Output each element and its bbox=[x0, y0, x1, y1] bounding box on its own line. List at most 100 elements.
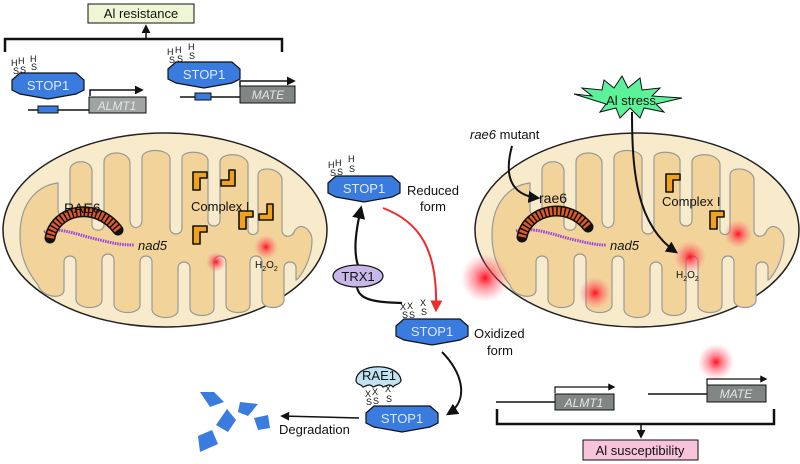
al-resistance-box bbox=[87, 3, 195, 24]
svg-text:H: H bbox=[11, 58, 18, 68]
svg-text:X: X bbox=[420, 298, 426, 308]
svg-text:H: H bbox=[167, 47, 174, 57]
stop1-label: STOP1 bbox=[183, 67, 225, 82]
reduced-form-label-2: form bbox=[420, 199, 446, 214]
degradation-label: Degradation bbox=[279, 422, 350, 437]
thiol-groups-mate: H H H S S S bbox=[167, 42, 195, 65]
svg-text:S: S bbox=[373, 396, 379, 406]
oxidized-groups: X X X S S S bbox=[400, 298, 427, 320]
rae6-mutant-protein bbox=[516, 205, 594, 243]
trx1-enzyme bbox=[332, 264, 384, 288]
mate-tss-arrow bbox=[239, 76, 296, 87]
rae6-mutant-annotation: rae6 mutant bbox=[470, 127, 540, 142]
svg-text:H: H bbox=[335, 158, 342, 168]
svg-text:S: S bbox=[337, 167, 343, 177]
svg-text:S: S bbox=[366, 397, 372, 407]
al-susceptibility-label: Al susceptibility bbox=[596, 443, 685, 458]
mate-gene-label: MATE bbox=[252, 88, 285, 102]
degraded-stop1-fragments bbox=[198, 392, 270, 452]
right-mitochondrion: rae6 nad5 Complex I H2O2 bbox=[461, 132, 800, 380]
rae6-mutant-label: rae6 bbox=[539, 190, 567, 206]
svg-text:S: S bbox=[20, 65, 26, 75]
almt1-tss-arrow bbox=[554, 383, 616, 393]
trx1-reduction-arrow bbox=[352, 205, 403, 305]
al-resistance-section: Al resistance ALMT1 STOP1 H H H S S S MA… bbox=[3, 3, 296, 114]
ros-spot bbox=[461, 254, 509, 302]
complex-i-label: Complex I bbox=[191, 199, 250, 214]
stop1-label: STOP1 bbox=[381, 411, 423, 426]
svg-text:H: H bbox=[18, 56, 25, 66]
svg-text:H: H bbox=[188, 42, 195, 52]
al-stress-burst bbox=[573, 75, 683, 119]
nad5-rna bbox=[515, 228, 607, 247]
ros-spot bbox=[254, 235, 278, 259]
redox-cycle: STOP1 H H H S S S Reduced form TRX1 STOP… bbox=[198, 154, 525, 452]
rae1-binding-arrow bbox=[441, 351, 463, 416]
almt1-gene-label: ALMT1 bbox=[97, 99, 137, 113]
svg-text:S: S bbox=[169, 55, 175, 65]
nad5-label: nad5 bbox=[610, 238, 640, 253]
susceptibility-bracket bbox=[495, 409, 776, 426]
rae1-e3-ligase bbox=[355, 366, 402, 388]
nad5-label: nad5 bbox=[138, 238, 168, 253]
almt1-cis-element bbox=[37, 105, 59, 114]
svg-text:S: S bbox=[409, 310, 415, 320]
complex-i-label: Complex I bbox=[662, 194, 721, 209]
left-mitochondrion: RAE6 nad5 Complex I H2O2 bbox=[2, 132, 328, 328]
ros-spot bbox=[579, 277, 611, 309]
svg-text:X: X bbox=[385, 384, 391, 394]
almt1-gene-box bbox=[88, 96, 147, 114]
svg-text:S: S bbox=[421, 307, 427, 317]
resistance-bracket bbox=[3, 37, 284, 52]
stop1-reduced: STOP1 bbox=[327, 175, 401, 203]
svg-text:H: H bbox=[348, 154, 355, 164]
svg-text:X: X bbox=[372, 387, 378, 397]
mate-tss-arrow bbox=[706, 375, 768, 385]
svg-text:S: S bbox=[177, 54, 183, 64]
reduced-form-label: Reduced bbox=[407, 183, 459, 198]
svg-text:S: S bbox=[330, 168, 336, 178]
stop1-label: STOP1 bbox=[27, 78, 69, 93]
mate-cis-element bbox=[194, 92, 212, 101]
mitochondrion-inner-membrane bbox=[19, 149, 313, 319]
ros-spot bbox=[698, 344, 734, 380]
al-stress-label: Al stress bbox=[606, 93, 656, 108]
thiol-groups-almt1: H H H S S S bbox=[11, 54, 37, 76]
h2o2-label: H2O2 bbox=[676, 270, 699, 283]
al-resistance-label: Al resistance bbox=[104, 6, 178, 21]
svg-text:X: X bbox=[400, 302, 406, 312]
rae1-bound-groups: X X X S S S bbox=[365, 384, 392, 407]
svg-text:S: S bbox=[386, 394, 392, 404]
al-susceptibility-box bbox=[582, 439, 699, 461]
rae1-label: RAE1 bbox=[362, 368, 396, 383]
almt1-tss-arrow bbox=[89, 85, 144, 96]
stop1-rae1-bound: STOP1 bbox=[365, 405, 439, 433]
oxidized-form-label: Oxidized bbox=[474, 326, 525, 341]
degradation-arrow bbox=[280, 411, 360, 421]
al-stress-arrow bbox=[631, 111, 678, 254]
h2o2-label: H2O2 bbox=[255, 260, 278, 273]
trx1-label: TRX1 bbox=[341, 269, 374, 284]
al-susceptibility-section: ALMT1 MATE Al susceptibility bbox=[495, 375, 776, 461]
stop1-label: STOP1 bbox=[343, 181, 385, 196]
svg-text:H: H bbox=[175, 45, 182, 55]
mate-gene-box bbox=[239, 85, 296, 104]
svg-text:S: S bbox=[31, 62, 37, 72]
rae6-protein bbox=[44, 206, 124, 244]
almt1-gene-box bbox=[554, 393, 615, 411]
oxidation-arrow bbox=[382, 207, 443, 313]
svg-text:S: S bbox=[349, 164, 355, 174]
ros-spot bbox=[674, 241, 706, 273]
oxidized-form-label-2: form bbox=[487, 343, 513, 358]
ros-spot bbox=[724, 220, 752, 248]
stop1-oxidized: STOP1 bbox=[395, 318, 469, 346]
stop1-label: STOP1 bbox=[411, 324, 453, 339]
rae6-label: RAE6 bbox=[64, 200, 101, 216]
svg-text:S: S bbox=[189, 51, 195, 61]
svg-text:X: X bbox=[407, 301, 413, 311]
almt1-gene-label: ALMT1 bbox=[564, 396, 604, 410]
nad5-rna bbox=[43, 228, 135, 247]
mitochondrion-inner-membrane bbox=[491, 149, 785, 319]
svg-text:H: H bbox=[328, 160, 335, 170]
